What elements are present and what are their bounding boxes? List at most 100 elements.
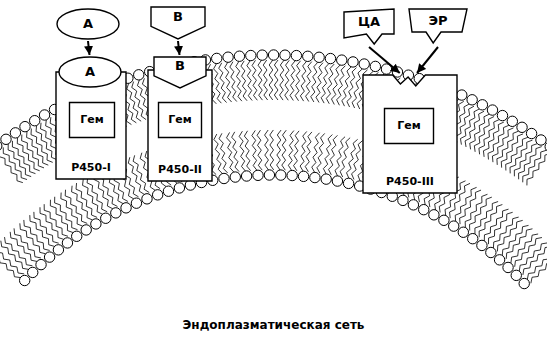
node-shape xyxy=(57,9,119,39)
lipid-head xyxy=(449,221,459,231)
reaction-arrow xyxy=(88,41,90,55)
lipid-tail xyxy=(523,150,547,182)
lipid-head xyxy=(230,172,240,182)
lipid-tail xyxy=(300,61,306,101)
lipid-head xyxy=(429,210,439,220)
lipid-tail xyxy=(72,186,93,220)
lipid-tail xyxy=(36,125,57,159)
lipid-head xyxy=(314,52,324,62)
lipid-tail xyxy=(219,133,228,173)
substrate-shape: В xyxy=(150,6,206,40)
lipid-head xyxy=(62,238,72,248)
node-label: Гем xyxy=(397,120,420,133)
node-label: P450-I xyxy=(71,162,111,175)
lipid-tail xyxy=(465,194,487,227)
node-shape xyxy=(385,109,434,144)
lipid-head xyxy=(219,173,229,183)
lipid-tail xyxy=(232,132,239,172)
lipid-tail xyxy=(83,179,103,214)
lipid-head xyxy=(325,53,335,63)
lipid-tails xyxy=(0,60,547,283)
node-label: В xyxy=(175,59,185,74)
lipid-tail xyxy=(342,67,352,106)
substrate-shape: ЦА xyxy=(343,8,395,46)
lipid-head xyxy=(467,95,477,105)
lipid-tail xyxy=(274,60,278,100)
node-label: P450-II xyxy=(158,164,202,177)
lipid-head xyxy=(101,213,111,223)
lipid-head xyxy=(19,275,29,285)
substrate-oval: А xyxy=(56,8,120,40)
enzyme-protein: P450-IАГем xyxy=(55,56,127,180)
lipid-head xyxy=(91,219,101,229)
lipid-head xyxy=(131,198,141,208)
lipid-head xyxy=(343,178,353,188)
lipid-head xyxy=(287,170,297,180)
lipid-head xyxy=(28,267,38,277)
lipid-tail xyxy=(10,232,37,262)
lipid-tail xyxy=(347,68,357,107)
lipid-tail xyxy=(497,220,522,251)
lipid-tail xyxy=(252,60,257,100)
lipid-head xyxy=(477,100,487,110)
lipid-head xyxy=(517,122,527,132)
lipid-head xyxy=(20,121,30,131)
lipid-head xyxy=(545,141,547,151)
lipid-tail xyxy=(5,237,33,266)
lipid-head xyxy=(276,170,286,180)
lipid-head xyxy=(253,170,263,180)
node-label: А xyxy=(83,17,93,32)
lipid-head xyxy=(29,116,39,126)
lipid-tail xyxy=(282,130,286,170)
lipid-tail xyxy=(455,187,476,221)
lipid-tail xyxy=(133,155,149,192)
lipid-tail xyxy=(488,212,512,244)
lipid-head xyxy=(348,57,358,67)
lipid-tail xyxy=(488,125,509,159)
node-label: В xyxy=(173,10,183,25)
node-label: P450-III xyxy=(386,176,434,189)
lipid-head xyxy=(497,110,507,120)
lipid-tail xyxy=(511,234,538,263)
lipid-tail xyxy=(515,238,542,267)
substrate-shape: ЭР xyxy=(408,8,468,46)
lipid-tail xyxy=(24,220,50,250)
lipid-head xyxy=(280,50,290,60)
lipid-tail xyxy=(258,60,262,100)
lipid-tail xyxy=(506,137,528,170)
lipid-head xyxy=(458,227,468,237)
lipid-tail xyxy=(55,197,78,230)
heme-box: Гем xyxy=(384,108,434,144)
heme-box: Гем xyxy=(69,102,115,138)
lipid-tail xyxy=(128,157,144,194)
lipid-tail xyxy=(230,62,237,102)
lipid-tail xyxy=(280,60,285,100)
lipid-tail xyxy=(352,140,363,179)
lipid-head xyxy=(163,186,173,196)
node-label: ЭР xyxy=(428,14,447,29)
lipid-head xyxy=(10,128,20,138)
lipid-head xyxy=(298,171,308,181)
lipid-head xyxy=(519,278,529,288)
lipid-tail xyxy=(493,217,518,248)
lipid-head xyxy=(439,215,449,225)
lipid-head xyxy=(310,172,320,182)
lipid-head xyxy=(36,259,46,269)
node-shape xyxy=(70,103,115,138)
lipid-head xyxy=(511,270,521,280)
lipid-tail xyxy=(239,131,245,171)
lipid-tail xyxy=(519,147,542,180)
lipid-head xyxy=(370,61,380,71)
lipid-tail xyxy=(263,60,267,100)
lipid-head xyxy=(1,134,11,144)
node-label: ЦА xyxy=(358,15,380,30)
lipid-tail xyxy=(65,190,87,224)
lipid-head xyxy=(134,70,144,80)
lipid-head xyxy=(264,170,274,180)
lipid-tail xyxy=(214,134,223,174)
lipid-head xyxy=(507,116,517,126)
lipid-tail xyxy=(456,106,474,142)
lipid-tail xyxy=(50,200,73,233)
node-label: Гем xyxy=(168,114,191,127)
